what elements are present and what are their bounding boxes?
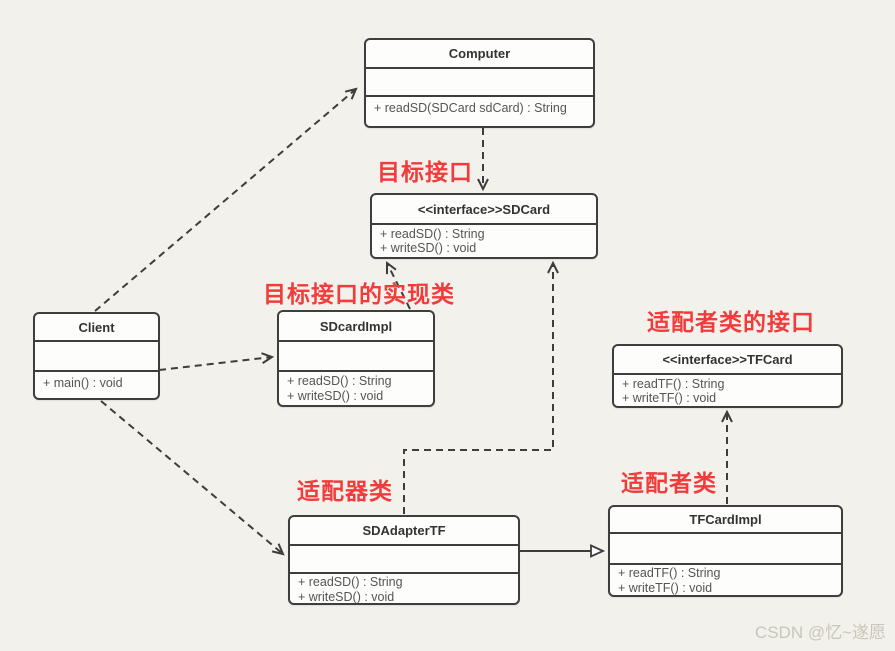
class-tfcardimpl-title: TFCardImpl	[610, 507, 841, 534]
method-line: + main() : void	[43, 376, 123, 390]
class-sdadaptertf: SDAdapterTF + readSD() : String + writeS…	[288, 515, 520, 605]
interface-tfcard-title: <<interface>>TFCard	[614, 346, 841, 375]
interface-sdcard-title: <<interface>>SDCard	[372, 195, 596, 225]
annotation-target-impl: 目标接口的实现类	[263, 281, 455, 307]
class-client-attributes	[35, 342, 158, 372]
interface-sdcard-methods: + readSD() : String + writeSD() : void	[372, 225, 596, 257]
method-line: + readTF() : String	[622, 377, 725, 391]
method-line: + readTF() : String	[618, 566, 721, 580]
annotation-adapter-class: 适配器类	[297, 478, 393, 504]
class-client-methods: + main() : void	[35, 372, 158, 398]
method-line: + writeSD() : void	[380, 241, 477, 255]
annotation-adaptee-interface: 适配者类的接口	[647, 309, 815, 335]
class-sdadaptertf-title: SDAdapterTF	[290, 517, 518, 546]
arrow-client-to-computer	[94, 87, 358, 312]
class-sdcardimpl: SDcardImpl + readSD() : String + writeSD…	[277, 310, 435, 407]
class-computer-methods: + readSD(SDCard sdCard) : String	[366, 97, 593, 126]
method-line: + writeSD() : void	[298, 590, 395, 603]
arrow-client-to-sdadaptertf	[100, 400, 285, 556]
class-computer: Computer + readSD(SDCard sdCard) : Strin…	[364, 38, 595, 128]
annotation-target-interface: 目标接口	[377, 159, 473, 185]
class-client-title: Client	[35, 314, 158, 342]
method-line: + readSD() : String	[380, 227, 485, 241]
class-tfcardimpl-attributes	[610, 534, 841, 565]
class-sdadaptertf-attributes	[290, 546, 518, 574]
method-line: + writeSD() : void	[287, 389, 384, 403]
class-computer-title: Computer	[366, 40, 593, 69]
method-line: + readSD(SDCard sdCard) : String	[374, 101, 567, 115]
arrow-sdadaptertf-to-sdcard	[403, 260, 559, 514]
interface-tfcard-methods: + readTF() : String + writeTF() : void	[614, 375, 841, 406]
class-sdadaptertf-methods: + readSD() : String + writeSD() : void	[290, 574, 518, 603]
method-line: + writeTF() : void	[622, 391, 717, 405]
class-tfcardimpl: TFCardImpl + readTF() : String + writeTF…	[608, 505, 843, 597]
class-tfcardimpl-methods: + readTF() : String + writeTF() : void	[610, 565, 841, 595]
class-client: Client + main() : void	[33, 312, 160, 400]
arrow-sdcardimpl-to-sdcard	[386, 261, 411, 310]
class-sdcardimpl-methods: + readSD() : String + writeSD() : void	[279, 372, 433, 405]
method-line: + readSD() : String	[287, 374, 392, 388]
method-line: + writeTF() : void	[618, 581, 713, 595]
interface-sdcard: <<interface>>SDCard + readSD() : String …	[370, 193, 598, 259]
class-sdcardimpl-title: SDcardImpl	[279, 312, 433, 342]
arrow-client-to-sdcardimpl	[158, 352, 275, 371]
class-computer-attributes	[366, 69, 593, 97]
annotation-adaptee-class: 适配者类	[621, 470, 717, 496]
class-sdcardimpl-attributes	[279, 342, 433, 372]
csdn-watermark: CSDN @忆~遂愿	[754, 623, 886, 642]
interface-tfcard: <<interface>>TFCard + readTF() : String …	[612, 344, 843, 408]
method-line: + readSD() : String	[298, 575, 403, 589]
